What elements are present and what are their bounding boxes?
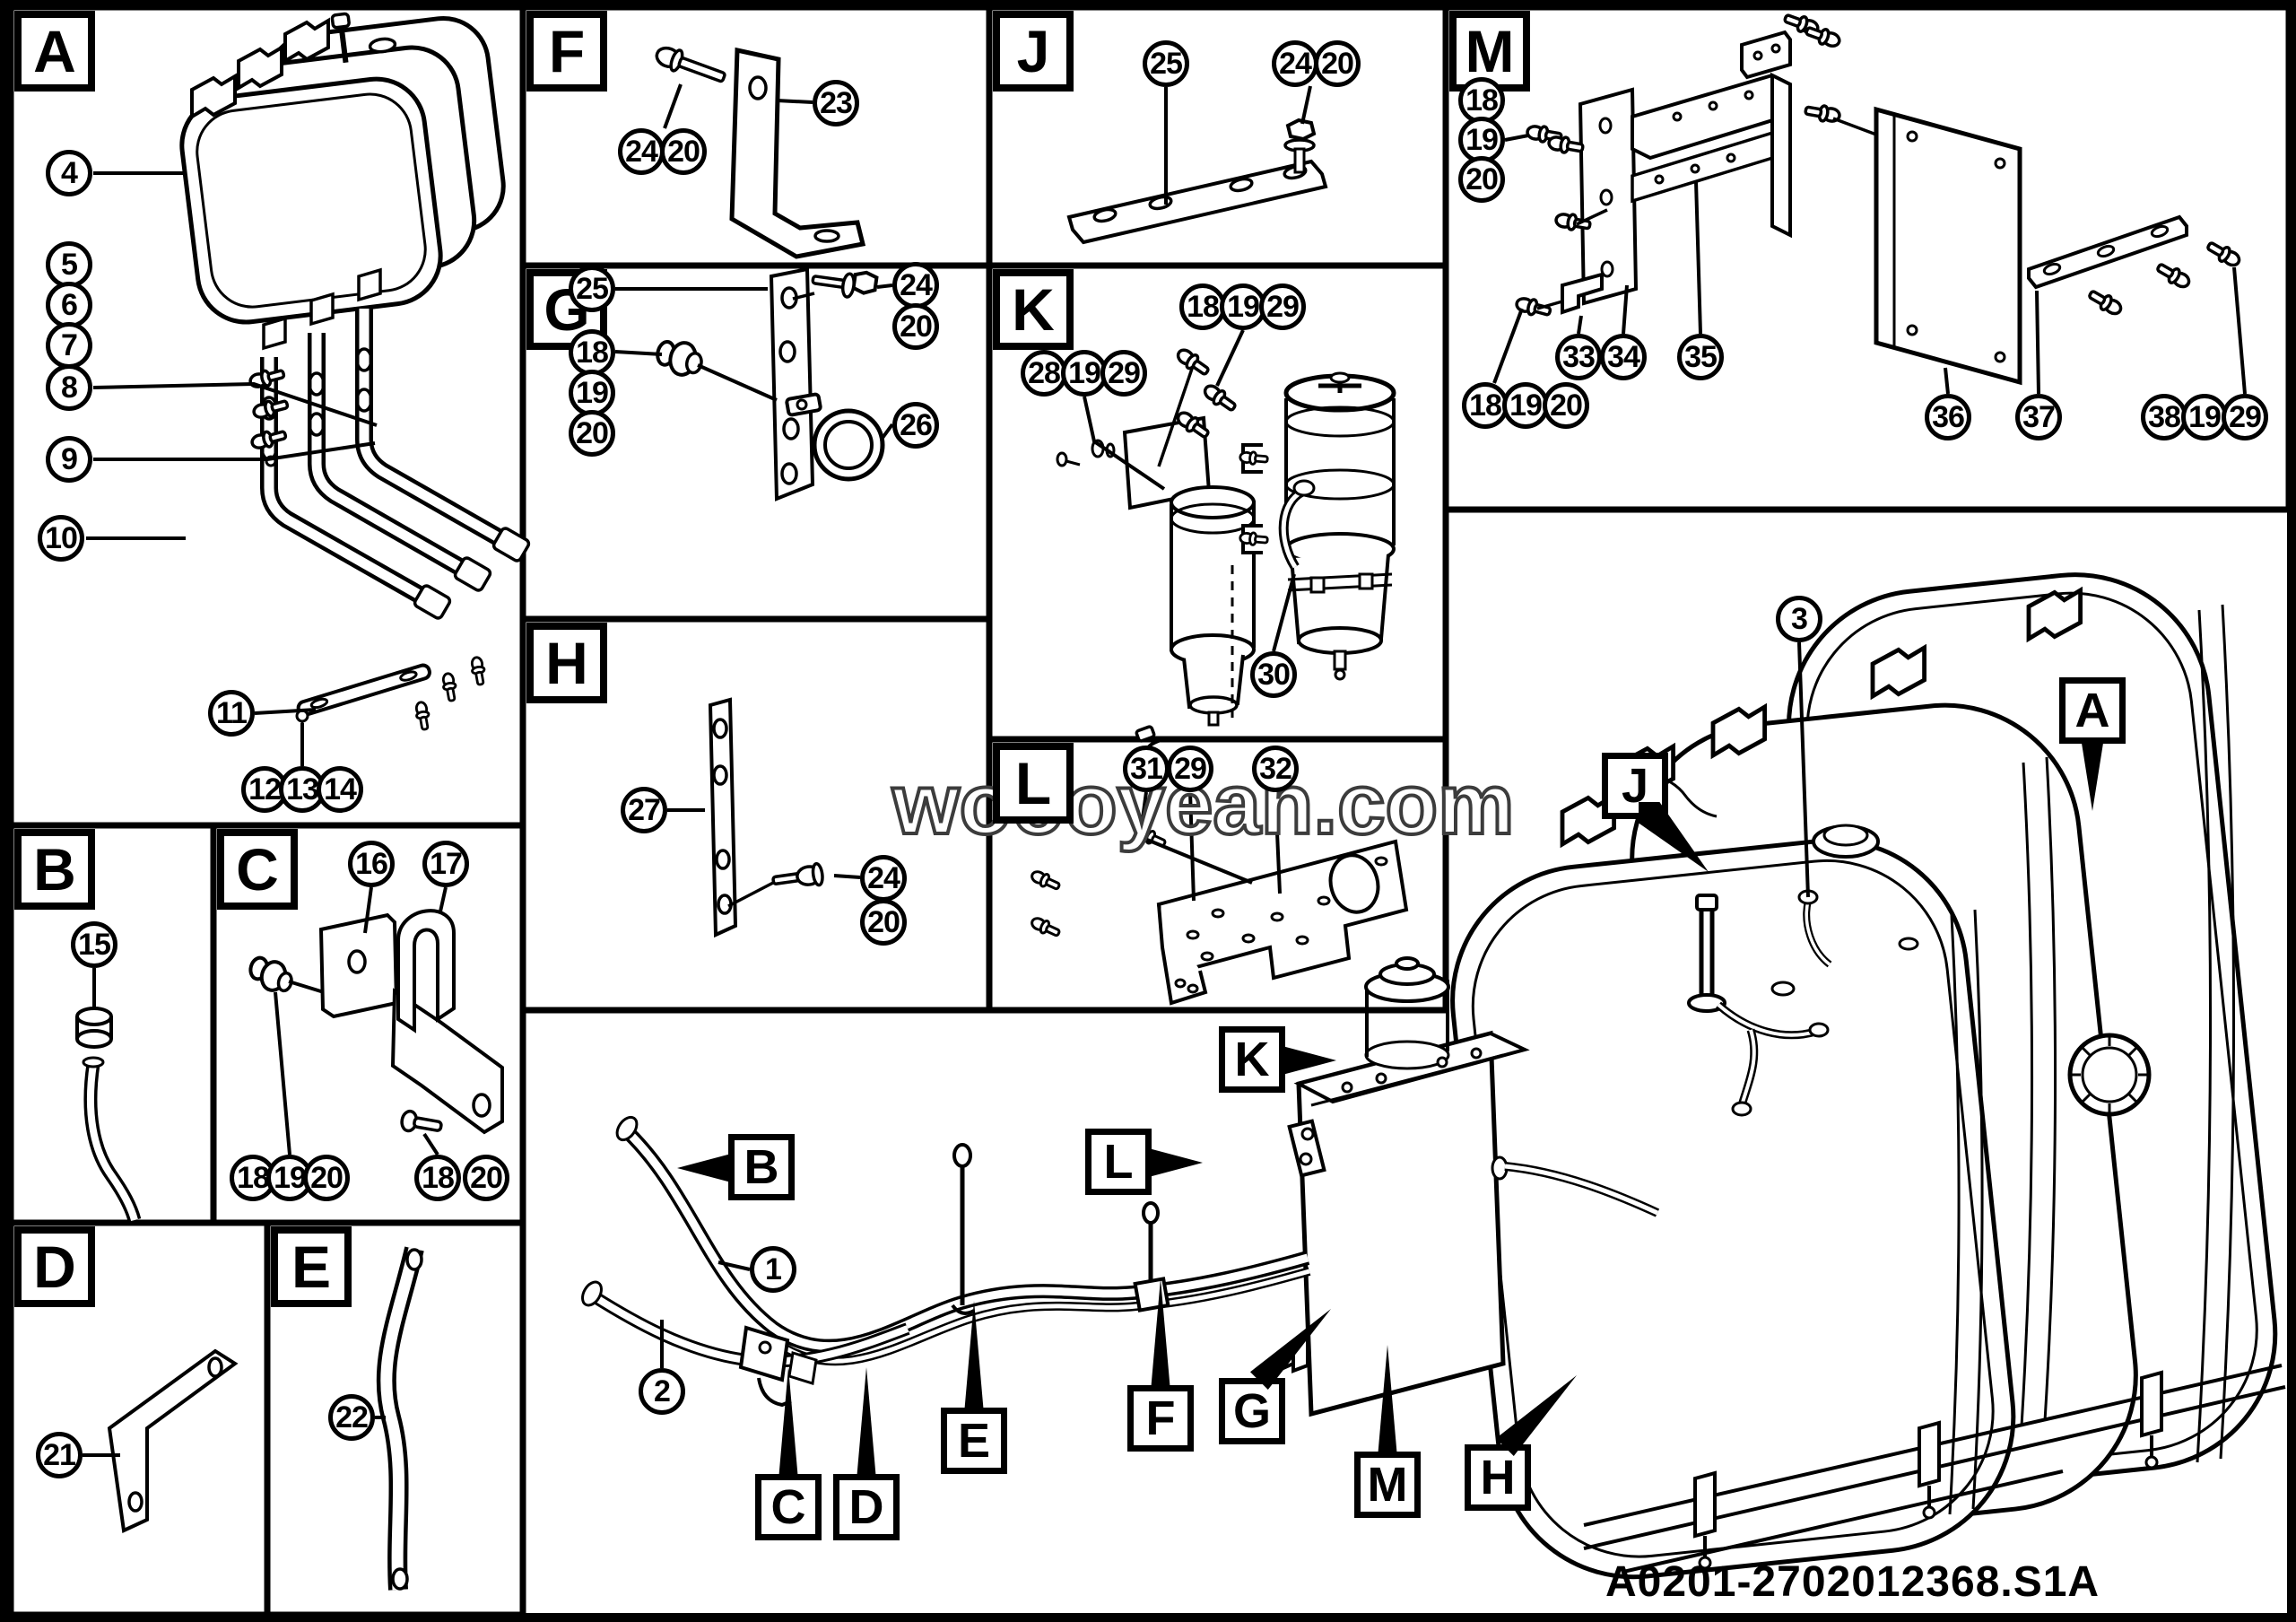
ref-label-H: H xyxy=(1465,1375,1577,1511)
callout-20: 20 xyxy=(1543,382,1589,429)
callout-24: 24 xyxy=(860,855,907,902)
ref-label-A: A xyxy=(2059,677,2126,811)
callout-38: 38 xyxy=(2141,394,2187,440)
ref-label-C: C xyxy=(755,1367,822,1540)
callout-20: 20 xyxy=(892,303,939,350)
callout-37: 37 xyxy=(2015,394,2062,440)
callout-23: 23 xyxy=(813,80,859,126)
main-illustration-art xyxy=(581,572,2286,1580)
callout-20: 20 xyxy=(660,128,707,175)
callout-20: 20 xyxy=(1458,156,1505,203)
callout-33: 33 xyxy=(1555,334,1602,380)
callout-15: 15 xyxy=(71,921,117,968)
callout-29: 29 xyxy=(1167,746,1213,792)
callout-20: 20 xyxy=(463,1155,509,1201)
panel-label-H: H xyxy=(526,623,607,703)
panel-label-C: C xyxy=(217,829,298,910)
ref-label-L: L xyxy=(1085,1129,1203,1195)
callout-20: 20 xyxy=(1314,40,1361,87)
callout-22: 22 xyxy=(328,1394,375,1441)
panel-b-art xyxy=(75,1007,142,1223)
callout-25: 25 xyxy=(569,266,615,312)
callout-10: 10 xyxy=(38,515,84,562)
callout-19: 19 xyxy=(266,1155,313,1201)
panel-c-art xyxy=(248,909,504,1135)
callout-16: 16 xyxy=(348,841,395,887)
panel-label-B: B xyxy=(14,829,95,910)
panel-label-L: L xyxy=(993,743,1074,824)
callout-20: 20 xyxy=(569,410,615,457)
callout-29: 29 xyxy=(1100,350,1147,397)
callout-29: 29 xyxy=(2222,394,2268,440)
panel-k-art xyxy=(1056,344,1396,778)
callout-30: 30 xyxy=(1250,651,1297,698)
drawing-number: A0201-2702012368.S1A xyxy=(1605,1558,2100,1606)
panel-l-art xyxy=(1028,824,1409,1006)
ref-label-B: B xyxy=(677,1134,795,1200)
callout-11: 11 xyxy=(208,690,255,737)
callout-20: 20 xyxy=(860,899,907,946)
panel-label-F: F xyxy=(526,11,607,92)
callout-26: 26 xyxy=(892,402,939,449)
callout-32: 32 xyxy=(1252,746,1299,792)
callout-17: 17 xyxy=(422,841,469,887)
panel-a-art xyxy=(179,12,531,734)
ref-label-D: D xyxy=(833,1367,900,1540)
callout-1: 1 xyxy=(750,1246,796,1293)
callout-24: 24 xyxy=(618,128,665,175)
panel-label-D: D xyxy=(14,1226,95,1307)
callout-21: 21 xyxy=(36,1432,83,1478)
callout-2: 2 xyxy=(639,1368,685,1415)
panel-borders xyxy=(7,4,2292,1618)
callout-3: 3 xyxy=(1776,596,1822,642)
panel-e-art xyxy=(376,1246,424,1591)
callout-29: 29 xyxy=(1259,283,1306,330)
leader-lines xyxy=(83,83,2247,1457)
callout-18: 18 xyxy=(1462,382,1509,429)
callout-18: 18 xyxy=(414,1155,461,1201)
callout-14: 14 xyxy=(317,766,363,813)
callout-24: 24 xyxy=(892,262,939,309)
panel-label-J: J xyxy=(993,11,1074,92)
callout-35: 35 xyxy=(1677,334,1724,380)
ref-label-F: F xyxy=(1127,1278,1194,1452)
panel-label-E: E xyxy=(271,1226,352,1307)
ref-label-K: K xyxy=(1219,1026,1336,1093)
callout-18: 18 xyxy=(569,329,615,376)
ref-label-G: G xyxy=(1219,1309,1331,1444)
callout-36: 36 xyxy=(1925,394,1971,440)
panel-h-art xyxy=(708,697,824,938)
callout-25: 25 xyxy=(1143,40,1189,87)
panel-g-art xyxy=(656,266,885,501)
ref-label-E: E xyxy=(941,1301,1007,1474)
callout-28: 28 xyxy=(1021,350,1067,397)
callout-7: 7 xyxy=(46,322,92,369)
callout-4: 4 xyxy=(46,150,92,196)
callout-27: 27 xyxy=(621,787,667,833)
panel-j-art xyxy=(1066,118,1328,245)
callout-31: 31 xyxy=(1123,746,1170,792)
callout-9: 9 xyxy=(46,436,92,483)
panel-m-art xyxy=(1513,9,2244,386)
ref-label-M: M xyxy=(1354,1345,1421,1518)
callout-24: 24 xyxy=(1272,40,1318,87)
callout-19: 19 xyxy=(1220,283,1266,330)
callout-8: 8 xyxy=(46,364,92,411)
panel-d-art xyxy=(107,1348,239,1533)
panel-label-K: K xyxy=(993,269,1074,350)
panel-f-art xyxy=(655,46,866,259)
callout-34: 34 xyxy=(1600,334,1647,380)
callout-20: 20 xyxy=(303,1155,350,1201)
ref-label-J: J xyxy=(1602,753,1709,872)
panel-label-A: A xyxy=(14,11,95,92)
